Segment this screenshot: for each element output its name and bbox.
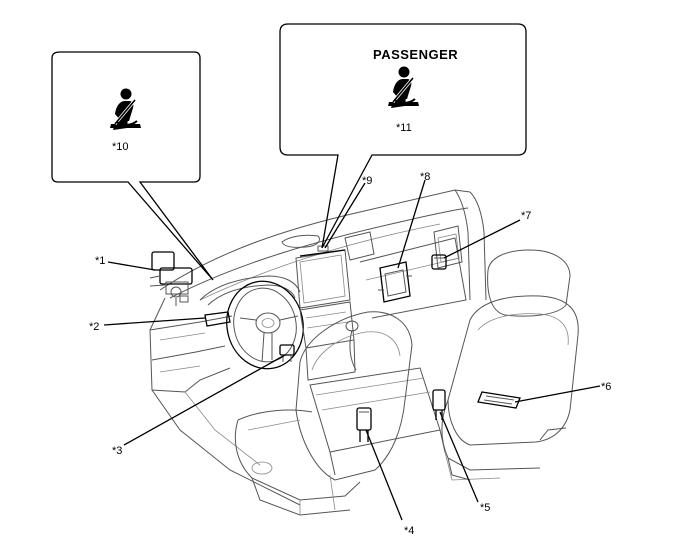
callout-4-label: *4 — [404, 525, 414, 537]
callout-5-label: *5 — [480, 502, 490, 514]
seatbelt-reminder-icon — [388, 66, 419, 108]
driver-callout-box — [51, 51, 214, 281]
seatbelt-reminder-icon — [110, 88, 141, 130]
component-1 — [149, 251, 193, 306]
dash-center-vent — [281, 234, 320, 248]
component-8-module — [378, 261, 412, 303]
callout-3-label: *3 — [112, 445, 122, 457]
callout-1-label: *1 — [95, 255, 105, 267]
driver-seat — [234, 311, 413, 516]
passenger-seat — [441, 249, 579, 481]
left-door-panel — [151, 389, 301, 506]
component-6-sensor — [477, 391, 521, 409]
steering-wheel — [226, 280, 304, 370]
dashboard-top-outline — [159, 189, 471, 291]
callout-8-label: *8 — [420, 171, 430, 183]
callout-9-label: *9 — [362, 175, 372, 187]
center-stack — [295, 249, 356, 381]
passenger-callout-box — [279, 23, 527, 249]
component-3 — [279, 344, 295, 362]
callout-7-label: *7 — [521, 210, 531, 222]
callout-2-label: *2 — [89, 321, 99, 333]
callout-10-label: *10 — [112, 141, 129, 153]
leader-lines — [103, 179, 601, 521]
passenger-indicator-callout: PASSENGER *11 — [279, 23, 527, 249]
component-7 — [431, 254, 447, 270]
center-console — [309, 367, 441, 453]
instrument-cluster — [199, 275, 301, 301]
passenger-dash — [359, 237, 467, 319]
driver-indicator-callout: *10 — [51, 51, 214, 281]
component-2 — [204, 311, 231, 327]
dashboard-left-panel — [149, 297, 231, 393]
dashboard-upper-edge — [169, 207, 469, 299]
callout-6-label: *6 — [601, 381, 611, 393]
callout-11-label: *11 — [396, 122, 412, 134]
floor-lines — [329, 451, 501, 511]
passenger-title: PASSENGER — [373, 47, 458, 62]
a-pillar-right — [454, 189, 471, 301]
interior-drawing — [149, 189, 579, 516]
